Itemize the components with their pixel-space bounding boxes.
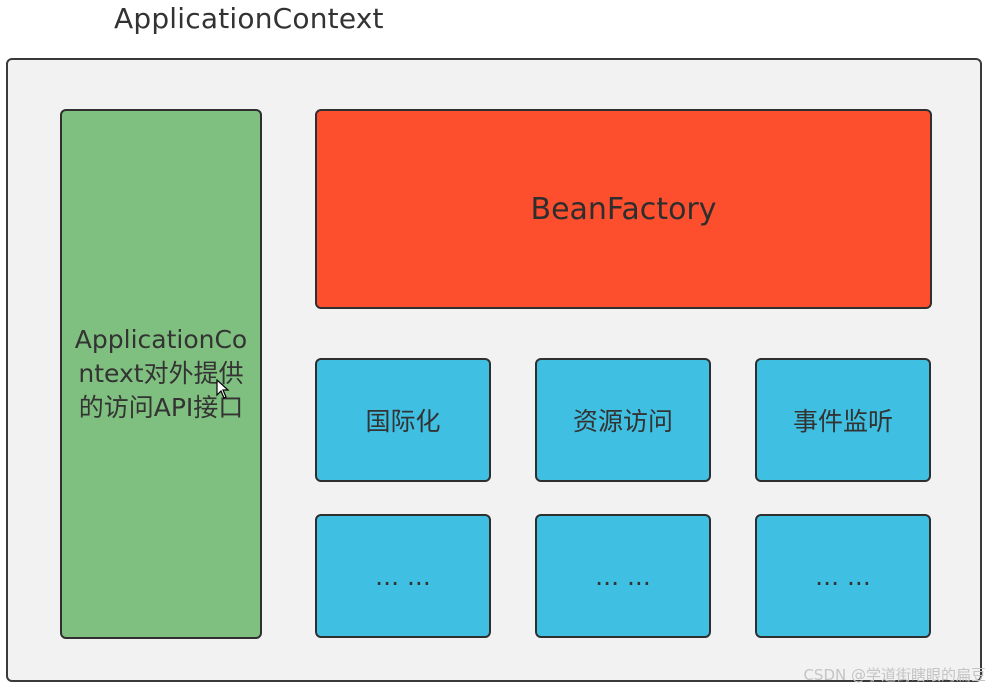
watermark: CSDN @学道街瞎眼的扁豆	[803, 666, 986, 684]
arrow-cursor-icon	[216, 379, 230, 399]
feature-label: ... ...	[375, 561, 431, 591]
api-interface-box: ApplicationContext对外提供的访问API接口	[60, 109, 262, 639]
api-interface-label: ApplicationContext对外提供的访问API接口	[74, 325, 248, 422]
feature-box-i18n: 国际化	[315, 358, 491, 482]
feature-box-resource-access: 资源访问	[535, 358, 711, 482]
feature-label: ... ...	[595, 561, 651, 591]
feature-box-event-listening: 事件监听	[755, 358, 931, 482]
diagram-title: ApplicationContext	[114, 2, 384, 35]
feature-box-more-2: ... ...	[535, 514, 711, 638]
feature-box-more-3: ... ...	[755, 514, 931, 638]
bean-factory-box: BeanFactory	[315, 109, 932, 309]
feature-label: 国际化	[365, 407, 441, 436]
feature-box-more-1: ... ...	[315, 514, 491, 638]
feature-label: ... ...	[815, 561, 871, 591]
feature-label: 资源访问	[572, 407, 673, 436]
feature-label: 事件监听	[792, 407, 893, 436]
bean-factory-label: BeanFactory	[530, 191, 717, 227]
